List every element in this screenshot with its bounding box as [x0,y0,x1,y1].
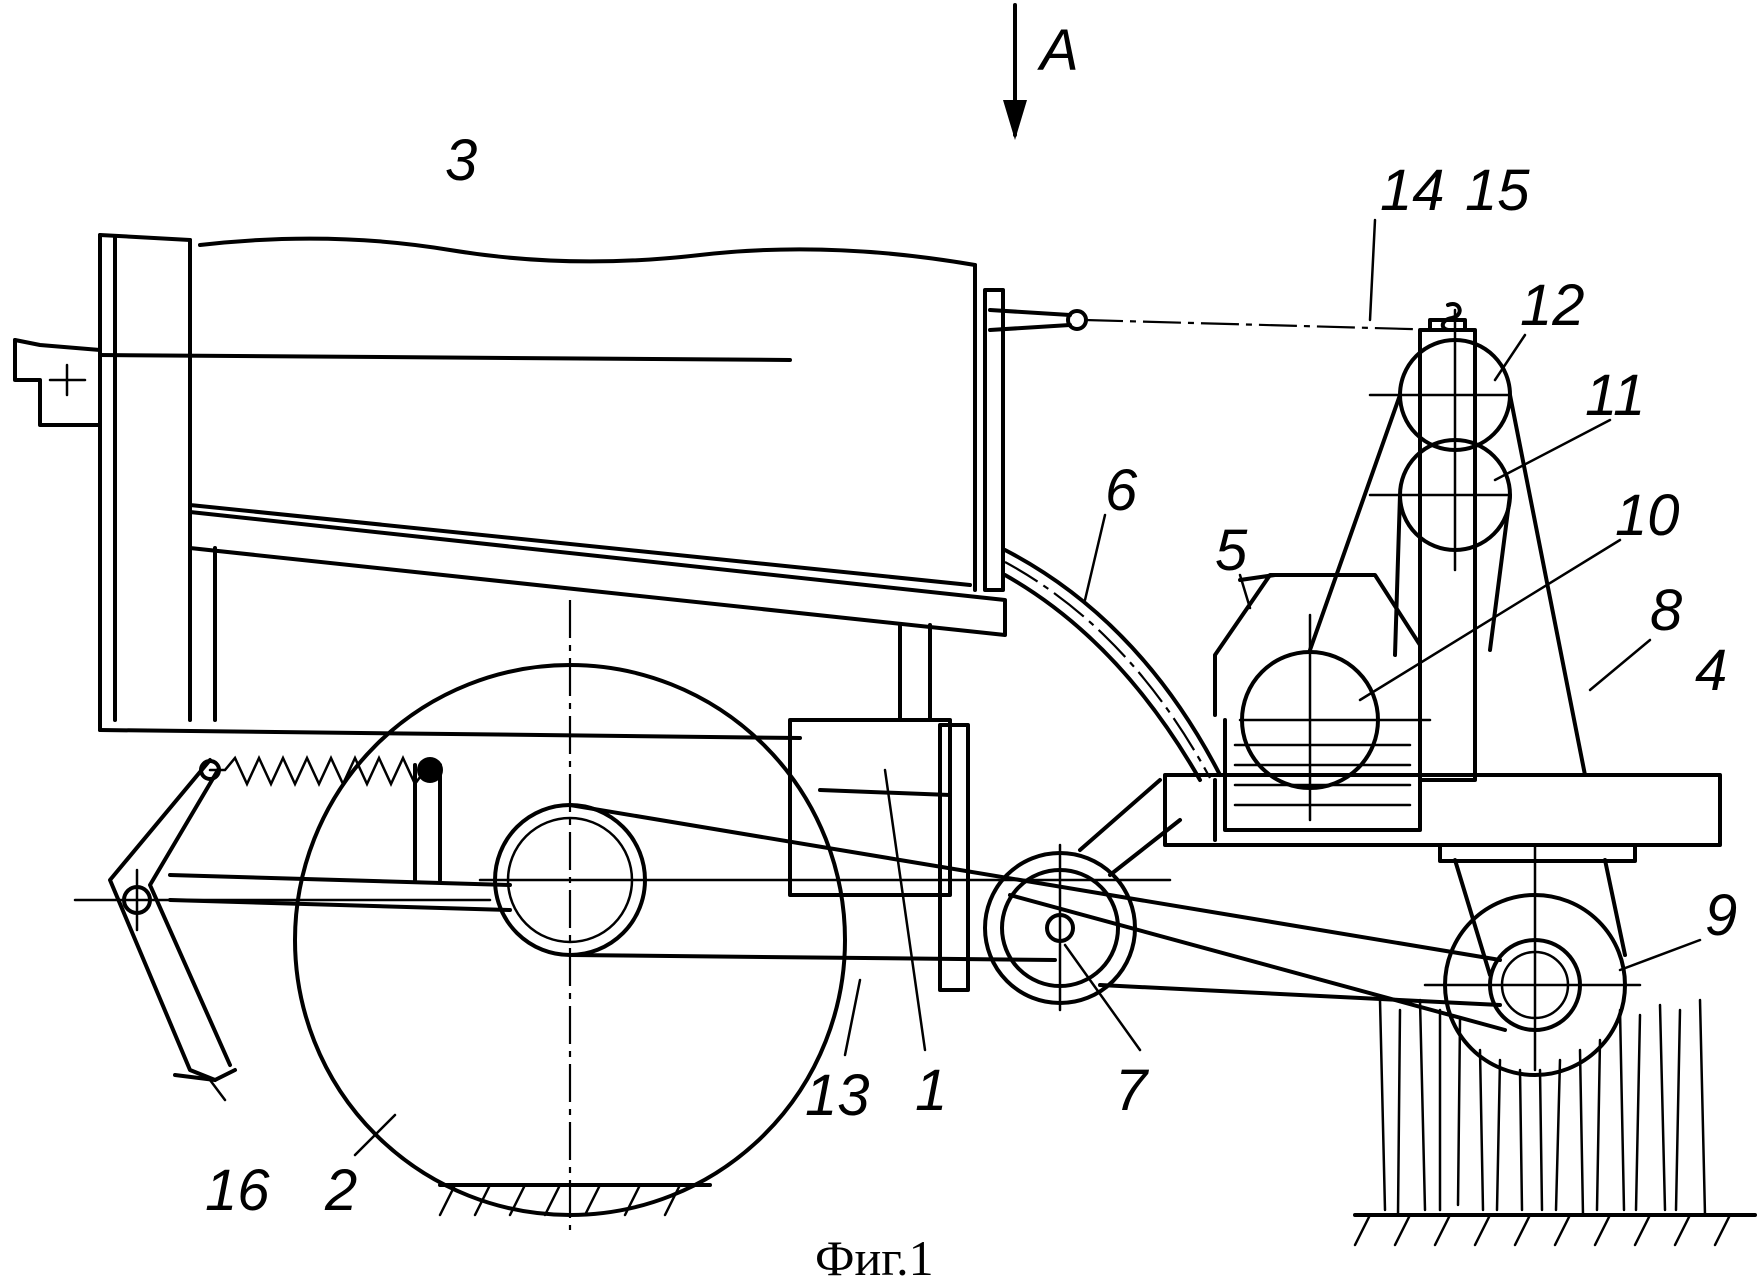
spring [201,757,443,784]
beam [1165,775,1720,861]
rear-post [100,235,215,730]
frame [100,355,968,990]
coulter [75,760,490,1080]
roller [1425,845,1640,1075]
label-4: 4 [1695,638,1727,703]
label-7: 7 [1115,1058,1150,1123]
belt [1310,395,1585,775]
view-arrow: A [1003,5,1079,140]
hopper [190,239,1086,635]
figure-caption: Фиг.1 [815,1230,934,1283]
label-6: 6 [1105,458,1138,523]
label-12: 12 [1520,273,1585,338]
crop-stubble [1355,1000,1755,1245]
label-2: 2 [324,1158,357,1223]
pulley-post [1370,310,1510,780]
label-10: 10 [1615,483,1680,548]
label-9: 9 [1705,883,1737,948]
label-13: 13 [805,1063,870,1128]
part-labels: 3 14 15 12 11 10 6 5 8 4 9 7 1 13 2 16 [205,128,1737,1223]
label-3: 3 [445,128,477,193]
chain-drive [570,805,1505,1030]
idler-sprocket [985,780,1180,1010]
label-14: 14 [1380,158,1445,223]
cable [1085,304,1460,330]
label-5: 5 [1215,518,1248,583]
hitch [15,340,100,425]
label-11: 11 [1585,363,1645,428]
label-8: 8 [1650,578,1682,643]
label-15: 15 [1465,158,1530,223]
view-arrow-label: A [1037,18,1079,83]
label-16: 16 [205,1158,270,1223]
label-1: 1 [915,1058,947,1123]
support-wheel [295,600,1170,1230]
hose [1005,550,1220,780]
